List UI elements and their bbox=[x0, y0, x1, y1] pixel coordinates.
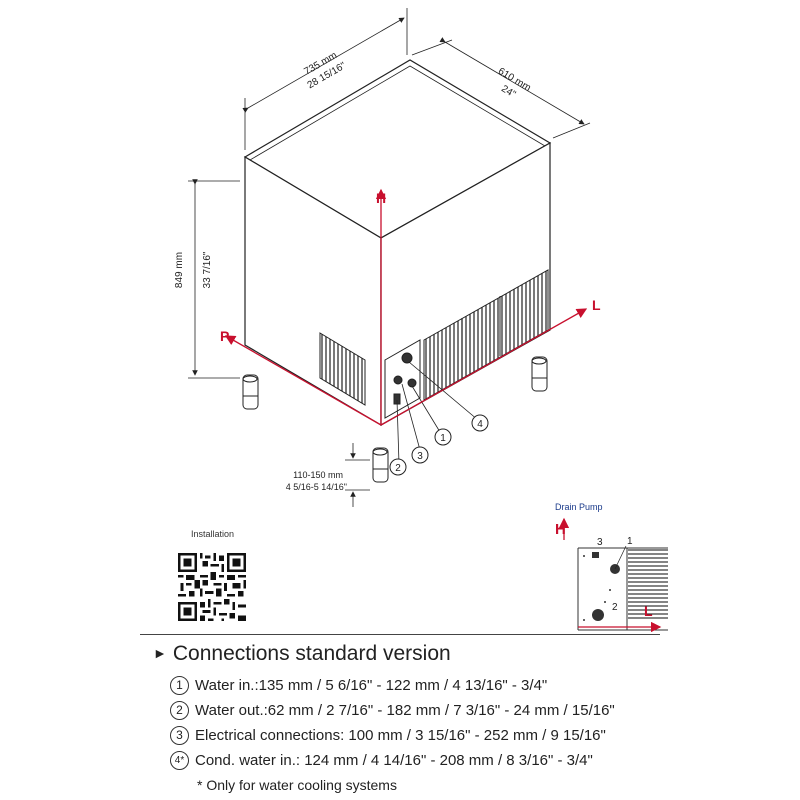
footnote: * Only for water cooling systems bbox=[197, 777, 397, 793]
height-mm: 849 mm bbox=[174, 252, 185, 288]
side-vent bbox=[319, 332, 366, 406]
section-title-text: Connections standard version bbox=[172, 642, 451, 665]
connection-text: Cond. water in.: 124 mm / 4 14/16" - 208… bbox=[195, 752, 593, 769]
height-dimension bbox=[188, 179, 240, 379]
connection-text: Water in.:135 mm / 5 6/16" - 122 mm / 4 … bbox=[195, 677, 548, 694]
svg-text:3: 3 bbox=[417, 451, 423, 462]
connection-text: Electrical connections: 100 mm / 3 15/16… bbox=[195, 727, 606, 744]
feet-mm: 110-150 mm bbox=[293, 470, 343, 480]
connection-item-water-out: 2 Water out.:62 mm / 2 7/16" - 182 mm / 7… bbox=[170, 698, 615, 723]
foot-front bbox=[372, 447, 389, 483]
number-badge: 4* bbox=[170, 750, 189, 770]
number-badge: 2 bbox=[170, 700, 189, 720]
callout-4: 4 bbox=[471, 414, 489, 432]
axis-h-label: H bbox=[376, 190, 386, 206]
connection-panel bbox=[384, 339, 421, 419]
qr-code-icon[interactable] bbox=[178, 553, 246, 621]
drain-pump-inset: Drain Pump H L ○ 3 1 2 bbox=[555, 502, 668, 633]
inset-callout-2: 2 bbox=[612, 602, 618, 613]
section-divider bbox=[140, 634, 660, 635]
axis-lines bbox=[224, 188, 588, 426]
connections-list: 1 Water in.:135 mm / 5 6/16" - 122 mm / 4… bbox=[170, 673, 615, 773]
connection-item-cond-water-in: 4* Cond. water in.: 124 mm / 4 14/16" - 2… bbox=[170, 748, 615, 773]
inset-title: Drain Pump bbox=[555, 502, 603, 512]
callout-3: 3 bbox=[411, 446, 429, 464]
triangle-right-icon: ► bbox=[153, 645, 167, 661]
feet bbox=[242, 356, 548, 483]
callout-1: 1 bbox=[434, 428, 452, 446]
depth-dimension bbox=[411, 37, 591, 139]
axis-p-label: P bbox=[220, 328, 229, 344]
inset-callout-1: 1 bbox=[627, 536, 633, 547]
installation-label: Installation bbox=[191, 529, 235, 539]
number-badge: 3 bbox=[170, 725, 189, 745]
section-title: ► Connections standard version bbox=[153, 642, 451, 666]
connection-text: Water out.:62 mm / 2 7/16" - 182 mm / 7 … bbox=[195, 702, 615, 719]
inset-h-label: H bbox=[555, 521, 566, 538]
connection-item-electrical: 3 Electrical connections: 100 mm / 3 15/1… bbox=[170, 723, 615, 748]
feet-in: 4 5/16-5 14/16" bbox=[286, 482, 347, 492]
width-dimension bbox=[242, 8, 408, 150]
svg-text:4: 4 bbox=[477, 419, 483, 430]
foot-right bbox=[531, 356, 548, 392]
callout-leaders bbox=[396, 361, 479, 465]
feet-dimension bbox=[345, 443, 370, 507]
svg-text:○: ○ bbox=[651, 620, 656, 630]
svg-text:1: 1 bbox=[440, 433, 446, 444]
connection-item-water-in: 1 Water in.:135 mm / 5 6/16" - 122 mm / 4… bbox=[170, 673, 615, 698]
svg-text:2: 2 bbox=[395, 463, 401, 474]
inset-l-label: L bbox=[644, 603, 653, 619]
callout-2: 2 bbox=[389, 458, 407, 476]
number-badge: 1 bbox=[170, 675, 189, 695]
foot-left bbox=[242, 374, 259, 410]
height-in: 33 7/16" bbox=[202, 251, 213, 288]
axis-l-label: L bbox=[592, 297, 601, 313]
inset-callout-3: 3 bbox=[597, 537, 603, 548]
